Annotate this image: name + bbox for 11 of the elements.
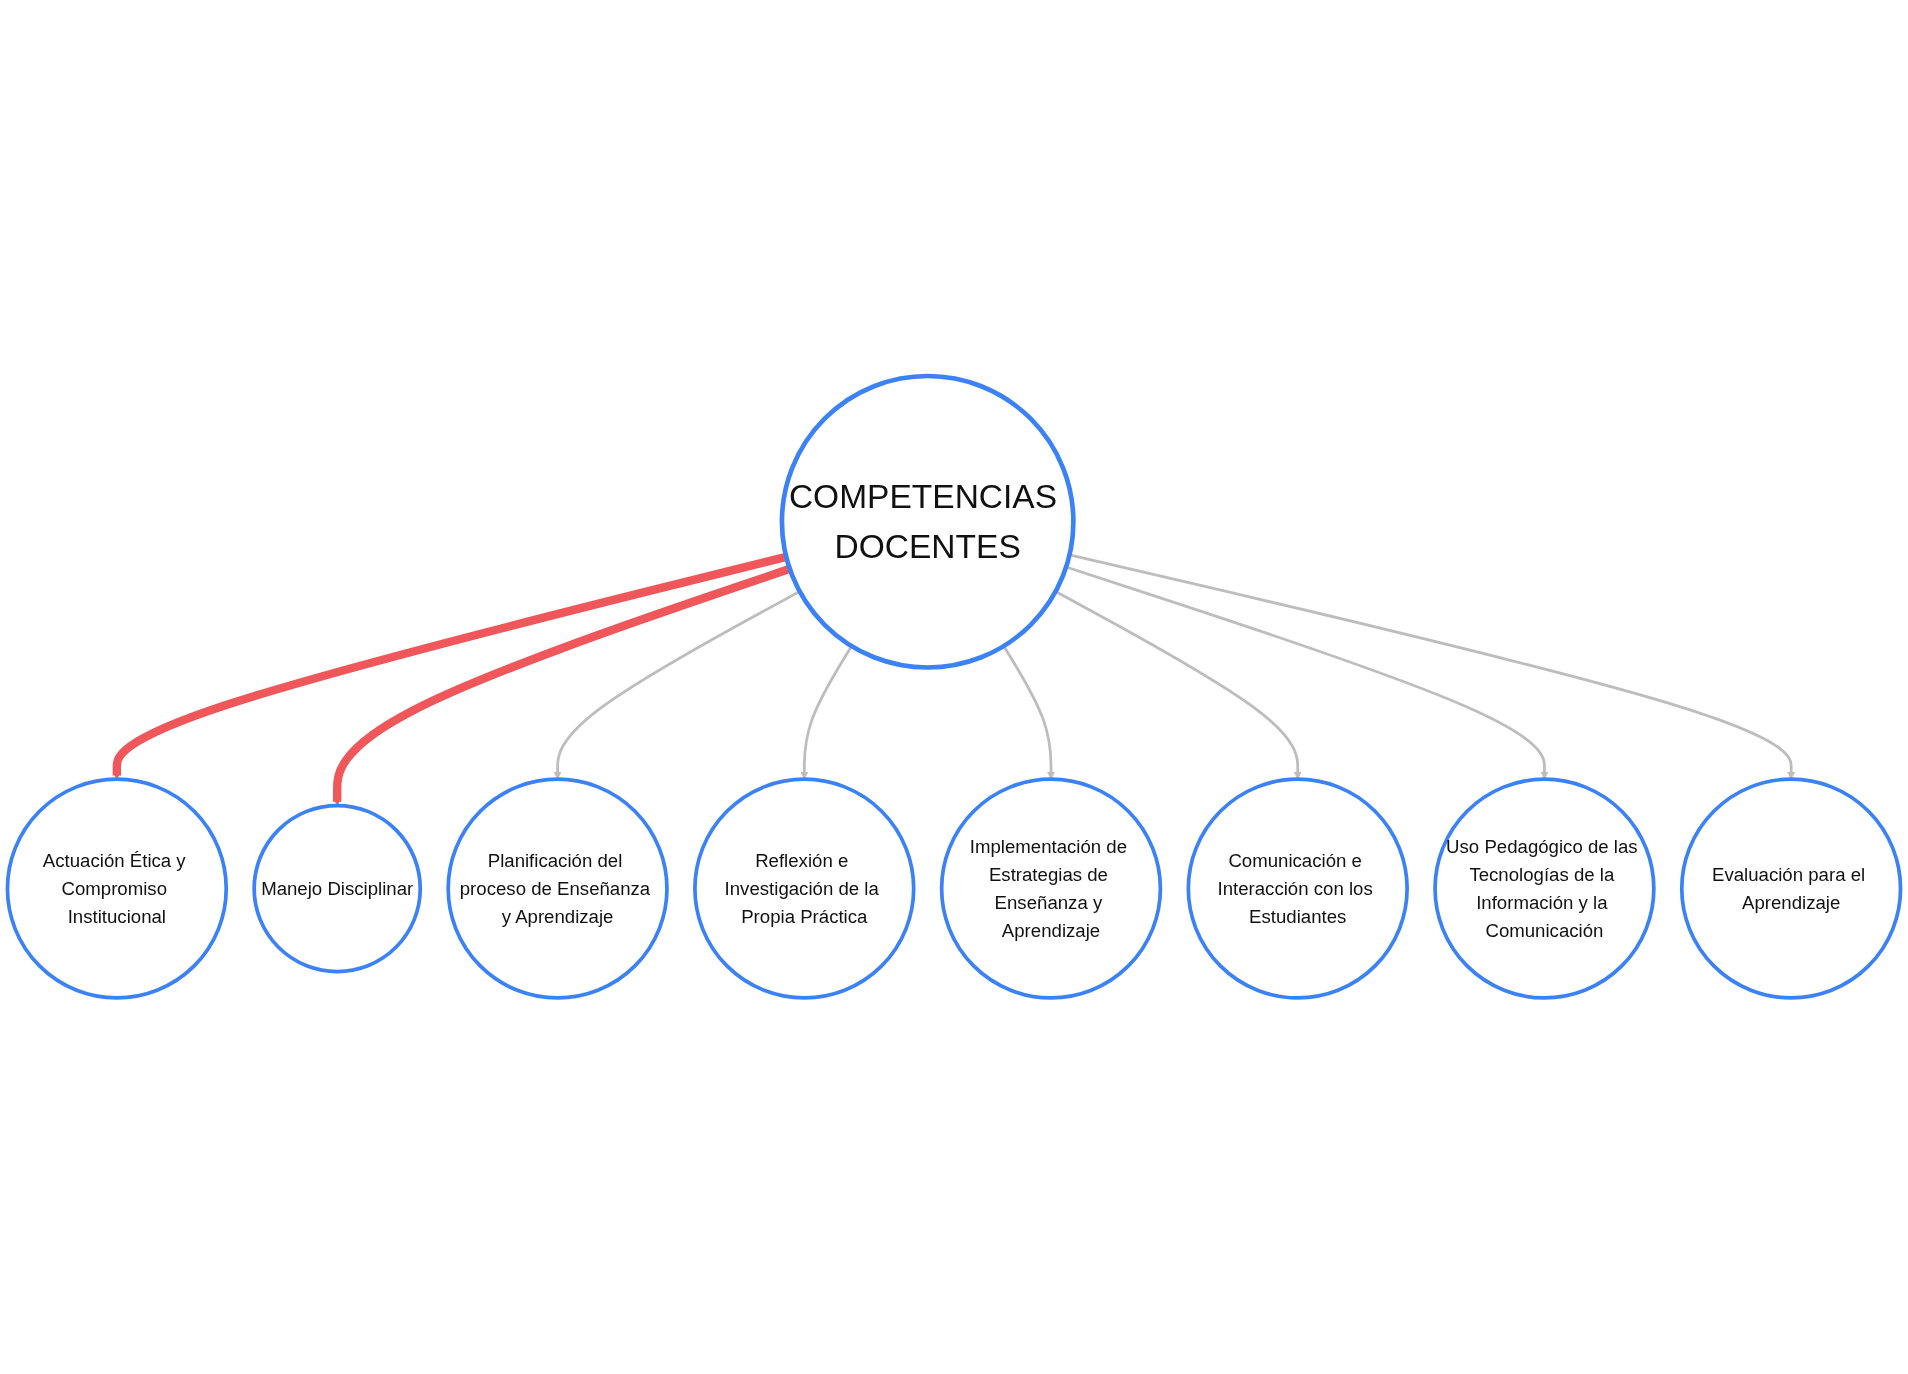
node-circle: Actuación Ética y Compromiso Institucional	[5, 777, 229, 1000]
arrow	[553, 590, 801, 780]
node-circle: Comunicación e Interacción con los Estudiantes	[1186, 777, 1409, 1000]
node-circle: Uso Pedagógico de las Tecnologías de la Información y la Comunicación	[1433, 777, 1656, 1000]
node-circle: Manejo Disciplinar	[252, 803, 423, 974]
node-circle: Reflexión e Investigación de la Propia Práctica	[693, 777, 916, 1000]
node-circle: Planificación del proceso de Enseñanza y Aprendizaje	[446, 777, 669, 1000]
node-circle: Implementación de Estrategias de Enseñanza y Aprendizaje	[939, 777, 1163, 1000]
node-circle: COMPETENCIAS DOCENTES	[779, 373, 1076, 670]
arrow	[800, 645, 853, 780]
node-circle: Evaluación para el Aprendizaje	[1679, 777, 1903, 1000]
